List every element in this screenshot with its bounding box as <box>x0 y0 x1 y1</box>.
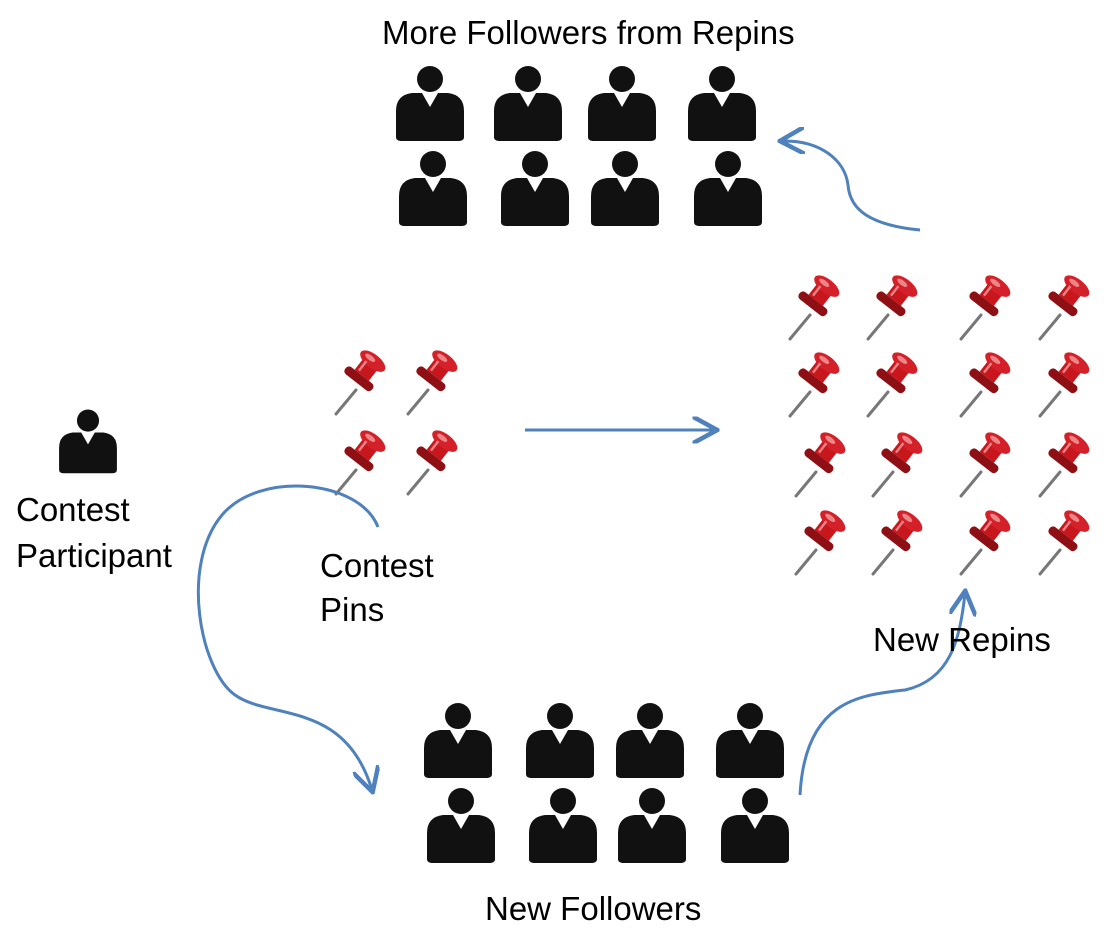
person-icon <box>424 703 492 778</box>
pushpin-icon <box>1038 268 1096 341</box>
pushpin-icon <box>788 268 846 341</box>
person-icon <box>588 66 656 141</box>
pushpin-icon <box>1038 345 1096 418</box>
arrow-pins-to-followers <box>196 484 378 790</box>
contest-pins-label-line2: Pins <box>320 591 385 628</box>
pushpin-icon <box>959 425 1017 498</box>
person-icon <box>591 151 659 226</box>
person-icon <box>716 703 784 778</box>
pushpin-icon <box>406 423 464 496</box>
pushpin-icon <box>406 343 464 416</box>
contest-pins-label-line1: Contest <box>320 547 434 584</box>
new-followers-label: New Followers <box>485 890 702 927</box>
pushpin-icon <box>788 345 846 418</box>
pushpin-icon <box>794 503 852 576</box>
person-icon <box>616 703 684 778</box>
contest-participant-label-line1: Contest <box>16 491 130 528</box>
person-icon <box>694 151 762 226</box>
pushpin-icon <box>959 345 1017 418</box>
contest-pins-group <box>334 343 464 496</box>
pushpin-icon <box>334 343 392 416</box>
person-icon <box>501 151 569 226</box>
person-icon <box>494 66 562 141</box>
person-icon <box>526 703 594 778</box>
pushpin-icon <box>1038 503 1096 576</box>
contest-participant-label-line2: Participant <box>16 537 172 574</box>
more-followers-group <box>396 66 762 226</box>
person-icon <box>399 151 467 226</box>
person-icon <box>396 66 464 141</box>
person-icon <box>59 409 117 474</box>
person-icon <box>618 788 686 863</box>
person-icon <box>721 788 789 863</box>
arrow-followers-to-repins <box>798 593 965 796</box>
new-followers-group <box>424 703 789 863</box>
pushpin-icon <box>334 423 392 496</box>
pushpin-icon <box>959 268 1017 341</box>
more-followers-label: More Followers from Repins <box>382 14 795 51</box>
arrow-repins-to-more-followers <box>782 141 921 232</box>
pushpin-icon <box>866 345 924 418</box>
person-icon <box>529 788 597 863</box>
pushpin-icon <box>1038 425 1096 498</box>
pushpin-icon <box>959 503 1017 576</box>
pushpin-icon <box>871 425 929 498</box>
new-repins-label: New Repins <box>873 621 1051 658</box>
new-repins-group <box>788 268 1096 576</box>
pushpin-icon <box>871 503 929 576</box>
pushpin-icon <box>794 425 852 498</box>
contest-participant-group <box>59 409 117 474</box>
pushpin-icon <box>866 268 924 341</box>
person-icon <box>688 66 756 141</box>
person-icon <box>427 788 495 863</box>
